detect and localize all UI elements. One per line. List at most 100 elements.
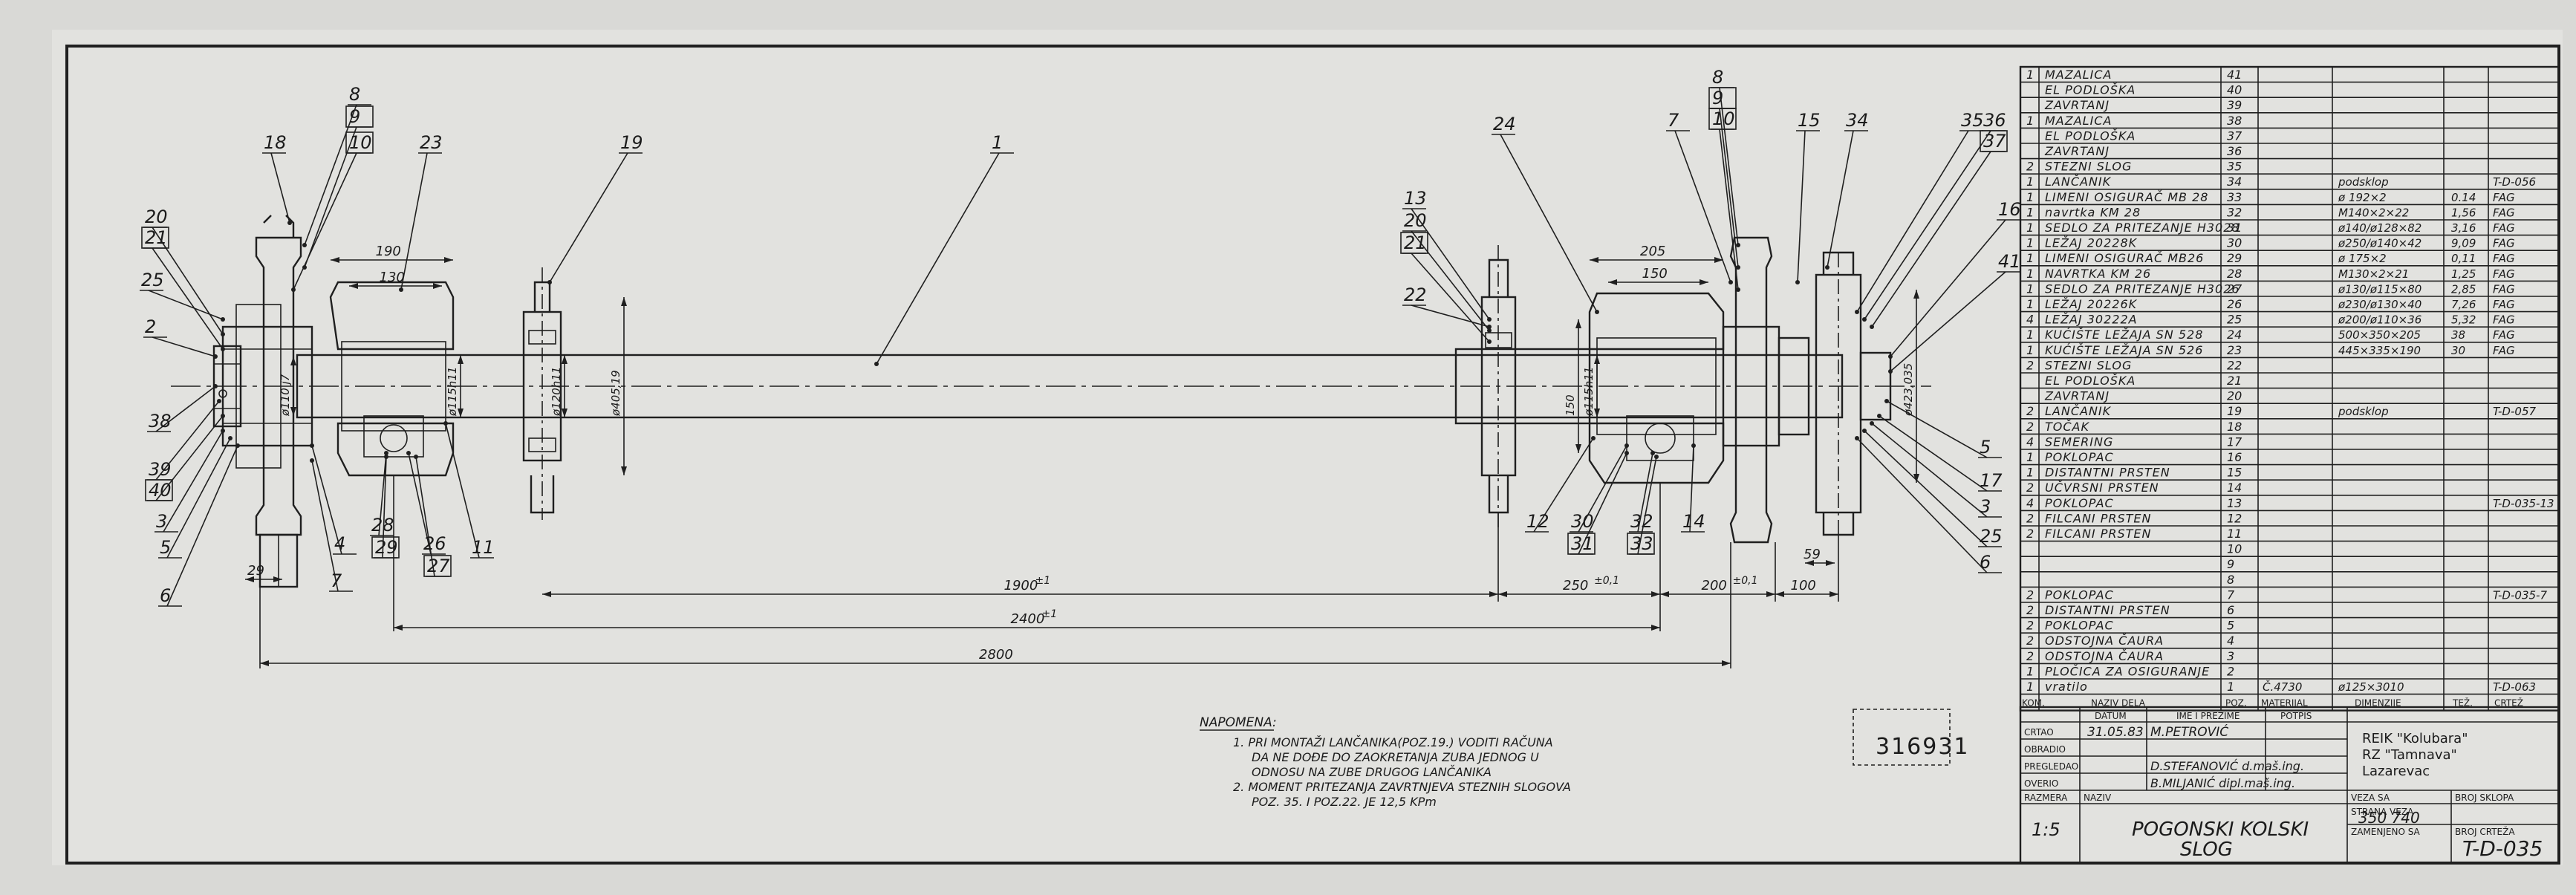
part-dimensions: ø140/ø128×82 [2338, 221, 2421, 235]
part-position: 18 [2227, 420, 2242, 434]
leader-line [155, 400, 220, 481]
position-balloon: 6 [158, 443, 240, 607]
position-balloon: 25 [1862, 429, 2003, 547]
part-mass: 1,56 [2451, 206, 2476, 219]
balloon-box [1627, 533, 1655, 555]
position-balloon: 19 [547, 132, 643, 284]
part-reference: FAG [2493, 267, 2515, 281]
position-number: 16 [1998, 199, 2021, 220]
leader-line [1719, 108, 1739, 268]
stamp-number: 316931 [1876, 734, 1970, 760]
position-number: 29 [375, 537, 398, 558]
part-reference: FAG [2493, 206, 2515, 219]
position-number: 26 [423, 533, 446, 554]
part-mass: 38 [2451, 328, 2465, 342]
part-mass: 1,25 [2451, 267, 2476, 281]
position-balloon: 36 [1862, 110, 2006, 322]
position-balloon: 5 [158, 436, 232, 559]
parts-header-naziv: NAZIV DELA [2091, 698, 2146, 709]
part-reference: FAG [2493, 282, 2515, 296]
leader-dot [228, 436, 232, 440]
position-balloon: 20 [1402, 210, 1492, 333]
dim-250-value: 250 [1563, 578, 1588, 593]
dim-dia-115b-value: ø115h11 [1582, 367, 1596, 417]
part-position: 15 [2227, 466, 2242, 480]
part-mass: 30 [2451, 344, 2465, 357]
part-qty: 2 [2026, 160, 2034, 174]
part-name: LEŽAJ 30222A [2045, 313, 2138, 327]
part-dimensions: 500×350×205 [2338, 328, 2421, 342]
leader-dot [217, 399, 221, 403]
part-position: 25 [2227, 313, 2242, 327]
dim-dia-423-value: ø423,035 [1902, 363, 1915, 417]
position-balloon: 6 [1855, 436, 2002, 573]
part-name: navrtka KM 28 [2045, 205, 2141, 219]
part-reference: T-D-063 [2493, 680, 2536, 694]
position-balloon: 8 [302, 84, 371, 247]
part-qty: 1 [2026, 267, 2034, 281]
position-number: 21 [1404, 232, 1427, 253]
label-potpis: POTPIS [2280, 711, 2312, 721]
leader-dot [1728, 280, 1733, 284]
leader-dot [384, 451, 388, 455]
position-balloon: 34 [1825, 110, 1869, 270]
balloon-box [345, 105, 374, 128]
dim-2800-value: 2800 [979, 647, 1013, 663]
part-position: 29 [2227, 251, 2242, 265]
dim-100-value: 100 [1791, 578, 1816, 593]
parts-header-kom: KOM. [2022, 698, 2045, 709]
part-qty: 2 [2026, 603, 2034, 617]
position-number: 14 [1682, 511, 1705, 532]
dim-2800: 2800 [260, 647, 1731, 666]
part-dimensions: ø 192×2 [2338, 191, 2387, 204]
part-position: 11 [2227, 527, 2242, 541]
position-balloon: 37 [1870, 130, 2008, 329]
label-datum: DATUM [2095, 711, 2127, 721]
leader-dot [1654, 455, 1659, 459]
org-line-2: RZ "Tamnava" [2362, 747, 2457, 763]
note-line: ODNOSU NA ZUBE DRUGOG LANČANIKA [1252, 765, 1492, 779]
position-balloon: 33 [1627, 455, 1659, 555]
dim-130: 130 [349, 270, 442, 289]
note-line: POZ. 35. I POZ.22. JE 12,5 KPm [1252, 795, 1437, 809]
checked-by-2: B.MILJANIĆ dipl.maš.ing. [2150, 776, 2295, 790]
drawing-title-line2: SLOG [2180, 839, 2233, 861]
part-reference: FAG [2493, 252, 2515, 265]
part-qty: 1 [2026, 281, 2034, 296]
leader-line [1856, 437, 1988, 573]
position-balloon: 3 [1870, 421, 2002, 518]
part-mass: 0,11 [2451, 252, 2476, 265]
part-position: 6 [2227, 603, 2234, 617]
dim-200-tolerance: ±0,1 [1733, 575, 1758, 587]
part-name: SEDLO ZA PRITEZANJE H3028 [2045, 221, 2240, 235]
stamp-outline [1853, 709, 1951, 766]
dim-29: 29 [245, 563, 282, 582]
leader-dot [291, 287, 296, 292]
part-position: 1 [2227, 680, 2234, 694]
position-number: 18 [264, 132, 287, 153]
position-balloon: 9 [302, 105, 374, 270]
part-position: 31 [2227, 221, 2242, 235]
drawing-scale: 1:5 [2032, 819, 2061, 840]
position-number: 4 [334, 533, 345, 554]
leader-line [378, 452, 387, 536]
right-double-sprocket [1815, 251, 1892, 536]
part-mass: 7,26 [2451, 298, 2476, 311]
dim-dia-405-value: ø405,19 [609, 370, 622, 417]
dim-dia-115-value: ø115h11 [446, 367, 459, 417]
part-name: UČVRSNI PRSTEN [2045, 481, 2159, 495]
part-qty: 2 [2026, 527, 2034, 541]
part-position: 23 [2227, 343, 2242, 357]
leader-dot [235, 443, 240, 448]
dim-dia-110-value: ø110 j7 [279, 374, 292, 417]
position-balloon: 17 [1877, 414, 2003, 492]
part-dimensions: ø 175×2 [2338, 252, 2387, 265]
position-number: 9 [349, 106, 360, 127]
part-position: 9 [2227, 557, 2234, 571]
part-position: 5 [2227, 619, 2234, 633]
